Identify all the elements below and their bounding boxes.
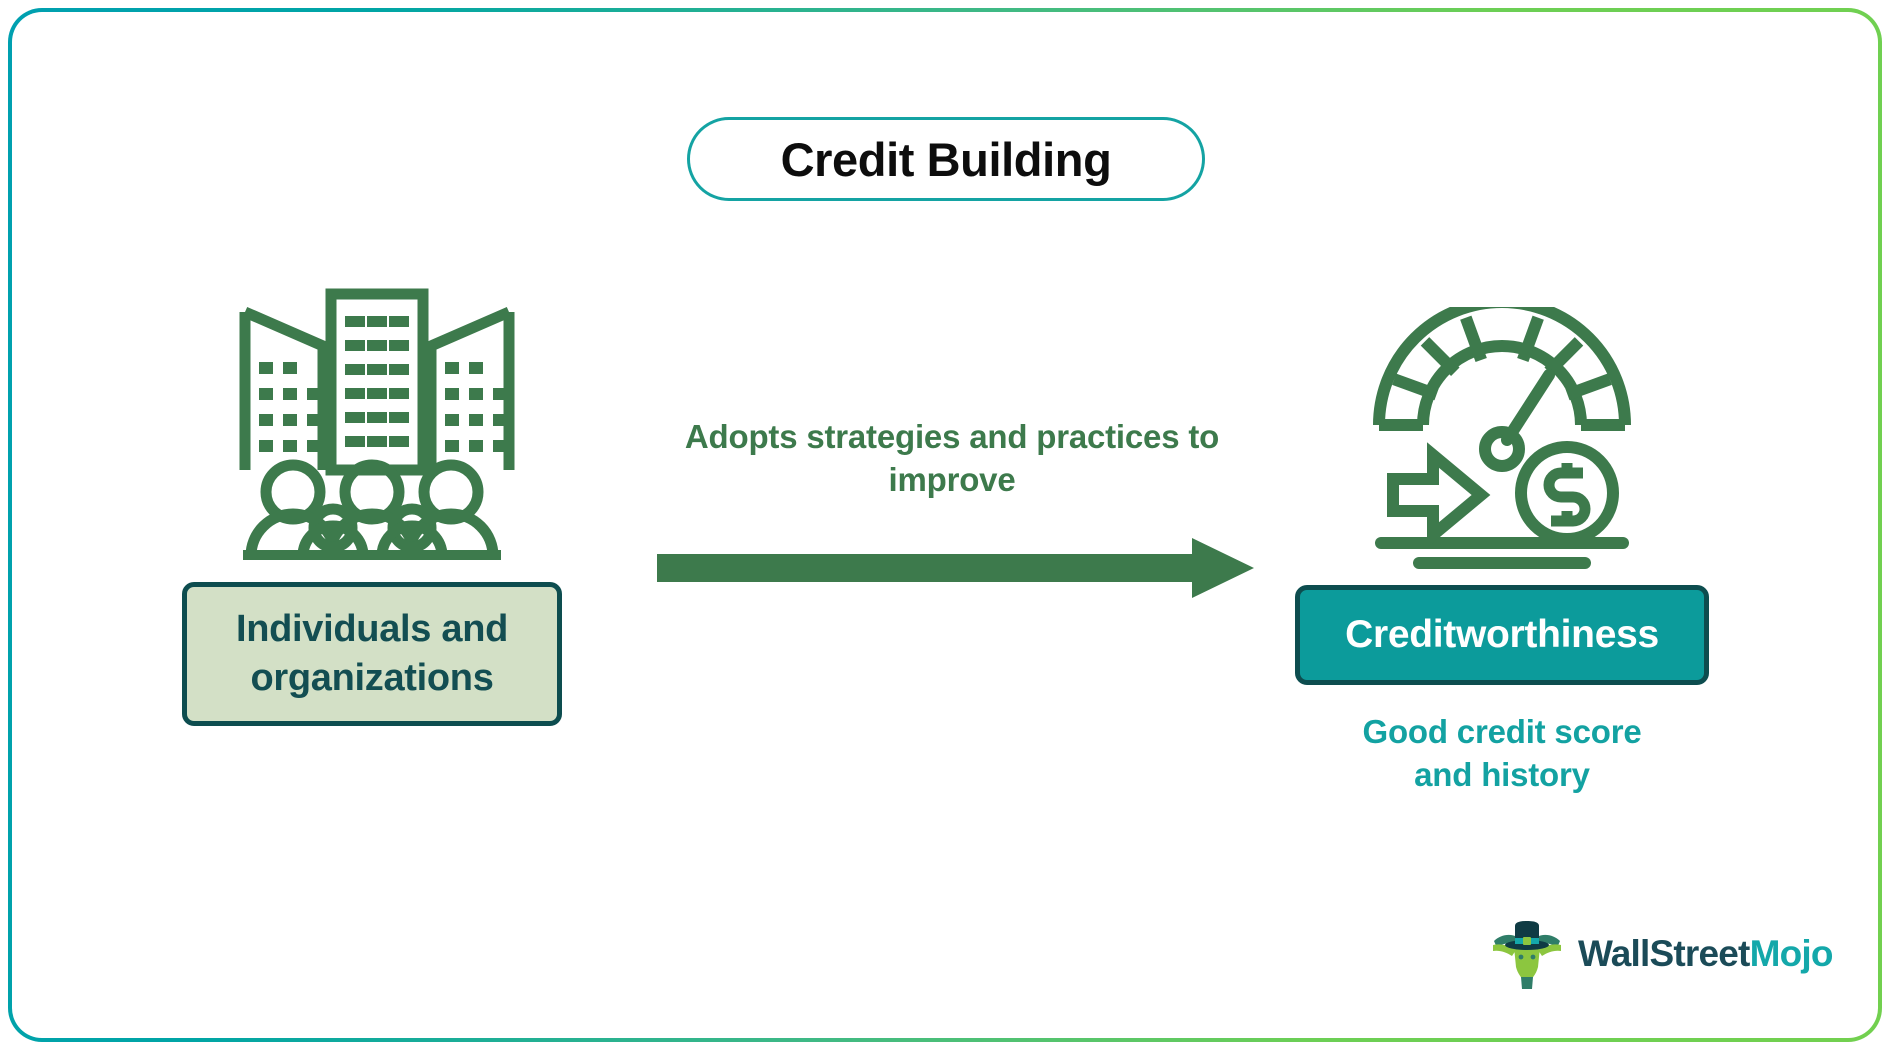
page-border-frame: Credit Building [8,8,1882,1042]
bull-with-tophat-logo-icon [1493,921,1561,989]
creditworthiness-box: Creditworthiness [1295,585,1709,685]
creditworthiness-caption-line1: Good credit score [1362,713,1642,750]
transition-stage: Adopts strategies and practices to impro… [632,416,1272,603]
arrow-caption: Adopts strategies and practices to impro… [684,418,1220,498]
wallstreetmojo-logo: WallStreetMojo [1490,917,1833,991]
creditworthiness-caption: Good credit score and history [1362,711,1641,797]
right-arrow-icon [657,537,1254,598]
creditworthiness-label: Creditworthiness [1345,613,1659,656]
page-title-pill: Credit Building [687,117,1205,201]
right-stage: Creditworthiness Good credit score and h… [1292,307,1712,797]
credit-score-gauge-icon [1373,307,1631,569]
logo-word-accent: Mojo [1749,933,1834,974]
logo-word-primary: WallStreet [1578,933,1750,974]
page-canvas: Credit Building [12,12,1878,1038]
individuals-organizations-label: Individuals and organizations [235,608,509,699]
left-stage: Individuals and organizations [162,270,582,726]
creditworthiness-caption-line2: and history [1414,755,1590,793]
individuals-organizations-box: Individuals and organizations [182,582,562,726]
logo-wordmark: WallStreetMojo [1578,933,1833,975]
page-title: Credit Building [780,132,1112,186]
people-and-buildings-icon [239,288,515,560]
